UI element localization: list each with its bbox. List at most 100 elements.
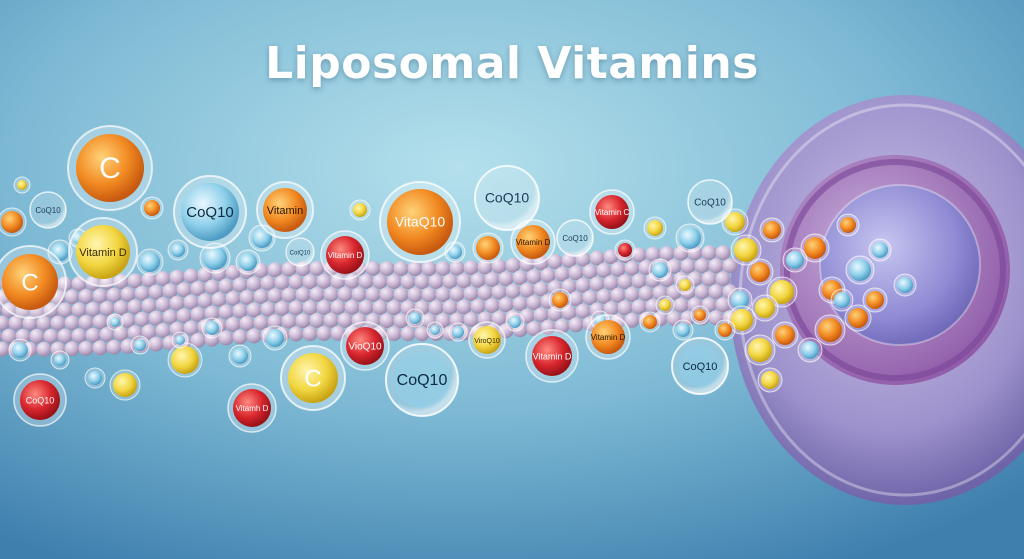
sphere-label: VioQ10: [348, 342, 382, 353]
lipid-bead: [204, 331, 220, 347]
particle: [782, 247, 808, 273]
sphere-label: CoQ10: [35, 206, 61, 215]
lipid-bead: [246, 302, 262, 318]
particle: [868, 238, 892, 262]
lipid-bead: [568, 265, 584, 281]
lipid-bead: [400, 274, 416, 290]
lipid-bead: [1, 328, 17, 344]
sphere-label: CoQ10: [26, 395, 55, 405]
lipid-bead: [708, 258, 724, 274]
lipid-bead: [0, 304, 3, 316]
lipid-bead: [526, 269, 542, 285]
lipid-bead: [71, 328, 87, 344]
lipid-bead: [498, 297, 514, 313]
lipid-bead: [330, 273, 346, 289]
lipid-bead: [610, 287, 626, 303]
lipid-bead: [708, 284, 724, 300]
lipid-bead: [701, 245, 717, 261]
lipid-bead: [239, 315, 255, 331]
lipid-bead: [232, 303, 248, 319]
lipid-bead: [183, 268, 199, 284]
coq10-sphere-lower-right: CoQ10: [671, 337, 729, 395]
lipid-bead: [351, 286, 367, 302]
particle: [405, 308, 425, 328]
particle: [167, 239, 189, 261]
lipid-bead: [687, 297, 703, 313]
lipid-bead: [330, 325, 346, 341]
lipid-bead: [652, 285, 668, 301]
particle: [199, 242, 231, 274]
lipid-bead: [155, 271, 171, 286]
lipid-bead: [204, 305, 220, 321]
lipid-bead: [106, 287, 122, 303]
lipid-bead: [232, 329, 248, 345]
sphere-label: VitaQ10: [395, 214, 446, 230]
lipid-bead: [386, 326, 402, 342]
lipid-bead: [470, 298, 486, 314]
lipid-bead: [386, 300, 402, 316]
sphere-label: Vitamin D: [533, 351, 572, 361]
lipid-bead: [302, 274, 318, 290]
lipid-bead: [505, 257, 521, 273]
lipid-bead: [316, 299, 332, 315]
lipid-bead: [582, 264, 598, 280]
lipid-bead: [414, 300, 430, 316]
lipid-bead: [694, 258, 710, 274]
lipid-bead: [484, 272, 500, 288]
lipid-bead: [316, 273, 332, 289]
lipid-bead: [78, 314, 94, 330]
lipid-bead: [722, 258, 738, 274]
lipid-bead: [0, 330, 3, 342]
particle: [448, 322, 468, 342]
lipid-bead: [561, 252, 577, 268]
particle: [47, 239, 73, 265]
lipid-bead: [295, 287, 311, 303]
particle: [643, 216, 667, 240]
lipid-bead: [533, 281, 549, 297]
vitamin-d-red-sphere: Vitamin D: [320, 230, 370, 280]
sphere-label: C: [21, 269, 38, 296]
lipid-bead: [0, 315, 10, 331]
particle: [0, 207, 27, 237]
lipid-bead: [106, 339, 122, 355]
particle: [675, 223, 705, 253]
lipid-bead: [435, 313, 451, 328]
lipid-bead: [428, 274, 444, 290]
lipid-bead: [407, 261, 423, 277]
lipid-bead: [267, 288, 283, 304]
particle: [830, 288, 854, 312]
particle: [167, 342, 203, 378]
lipid-bead: [379, 261, 395, 277]
lipid-bead: [8, 315, 24, 331]
lipid-bead: [225, 316, 241, 332]
sphere-label: CoQ10: [683, 361, 718, 373]
lipid-bead: [435, 287, 451, 302]
lipid-bead: [491, 284, 507, 300]
lipid-bead: [344, 299, 360, 315]
sphere-label: C: [304, 365, 321, 392]
lipid-bead: [456, 273, 472, 289]
lipid-bead: [309, 260, 325, 276]
lipid-bead: [344, 273, 360, 289]
lipid-bead: [715, 245, 731, 261]
lipid-bead: [92, 288, 108, 304]
particle: [106, 313, 124, 331]
particle: [862, 287, 888, 313]
lipid-bead: [540, 293, 556, 309]
lipid-bead: [596, 262, 612, 278]
lipid-bead: [428, 300, 444, 316]
lipid-bead: [0, 341, 10, 357]
lipid-bead: [701, 271, 717, 287]
particle: [426, 321, 444, 339]
lipid-bead: [554, 318, 570, 334]
lipid-bead: [519, 256, 535, 272]
particle: [836, 213, 860, 237]
particle: [690, 305, 710, 325]
lipid-bead: [141, 298, 157, 314]
coq10-sphere-mid: CoQ10: [556, 219, 594, 257]
lipid-bead: [561, 304, 577, 320]
lipid-bead: [218, 304, 234, 320]
lipid-bead: [36, 315, 52, 331]
lipid-bead: [694, 284, 710, 300]
